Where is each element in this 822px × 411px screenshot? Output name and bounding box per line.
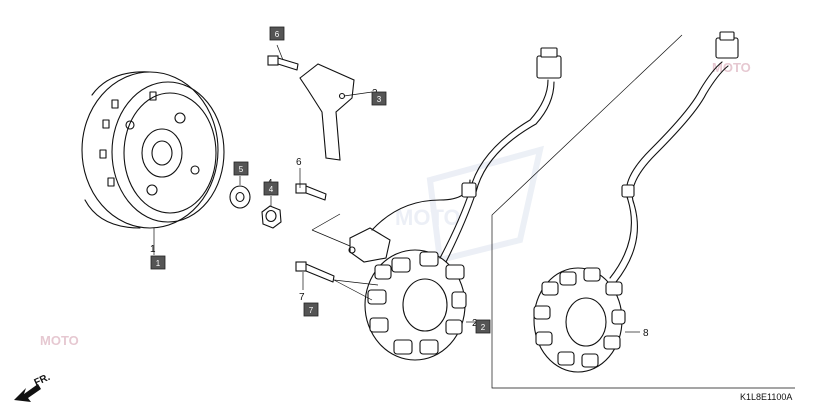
svg-text:7: 7: [309, 306, 314, 315]
callout-7-tag: 7: [303, 302, 319, 317]
callout-6-number: 6: [296, 157, 302, 168]
callout-8-number: 8: [643, 328, 649, 339]
callout-3: 3 3: [371, 88, 387, 106]
callout-2: 2 2: [472, 318, 491, 334]
callout-6-upper: 6: [269, 26, 285, 41]
callout-5: 5: [233, 161, 249, 176]
callout-4: 4 4: [263, 178, 279, 196]
front-label: FR.: [33, 372, 52, 389]
bracket-bolt: [267, 55, 299, 71]
callout-2-tag: 2: [475, 319, 491, 334]
callout-5-tag: 5: [233, 161, 249, 176]
washer: [229, 185, 251, 209]
flange-nut: [261, 205, 282, 229]
callout-1: 1 1: [150, 244, 166, 270]
flywheel: [81, 71, 225, 229]
watermark-text: MOTO: [395, 205, 461, 230]
stator-harness: [439, 47, 562, 263]
callout-2-number: 2: [472, 318, 478, 329]
callout-4-tag: 4: [263, 181, 279, 196]
svg-text:6: 6: [275, 30, 280, 39]
callout-8: 8: [643, 328, 649, 339]
callout-7: 7 7: [299, 292, 319, 317]
front-direction-indicator: FR.: [14, 372, 52, 402]
pulse-generator-bolt: [295, 183, 327, 201]
front-arrow-icon: [14, 384, 41, 402]
svg-text:4: 4: [269, 185, 274, 194]
callout-7-number: 7: [299, 292, 305, 303]
watermark-text-left: MOTO: [40, 333, 79, 348]
leader-lines: [153, 44, 640, 333]
stator-bolt: [295, 261, 335, 283]
alternate-stator-poles: [533, 267, 626, 368]
callout-3-tag: 3: [371, 91, 387, 106]
stator-coil: [364, 249, 467, 361]
svg-text:5: 5: [239, 165, 244, 174]
alternate-stator: [533, 31, 739, 373]
watermark-corner-left: MOTO: [40, 333, 79, 348]
wire-clamp-bracket: [299, 63, 355, 161]
alternate-stator-frame: [491, 34, 795, 389]
watermark-text-right: MOTO: [712, 60, 751, 75]
svg-text:3: 3: [377, 95, 382, 104]
callout-6-lower: 6: [296, 157, 302, 168]
stator-poles: [367, 251, 467, 355]
callout-6-tag: 6: [269, 26, 285, 41]
svg-text:1: 1: [156, 259, 161, 268]
watermark-corner-right: MOTO: [712, 60, 751, 75]
diagram-code: K1L8E1100A: [740, 392, 792, 402]
callout-1-tag: 1: [150, 255, 166, 270]
watermark-logo: MOTO: [395, 145, 545, 264]
callout-1-number: 1: [150, 244, 156, 255]
svg-text:2: 2: [481, 323, 486, 332]
